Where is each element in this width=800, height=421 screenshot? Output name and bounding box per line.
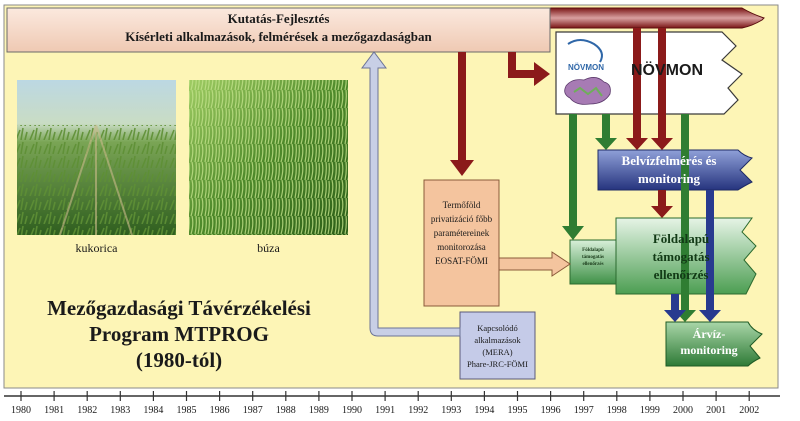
timeline-year-label: 1985 [176, 405, 197, 416]
timeline-year-label: 2000 [673, 405, 693, 416]
ribbon-to-belviz-arrow-1 [626, 28, 648, 150]
timeline-year-label: 1992 [408, 405, 429, 416]
related-to-research-arrow [361, 51, 461, 337]
belviz-line-2: monitoring [637, 171, 701, 186]
ribbon-to-belviz-arrow-2 [651, 28, 673, 150]
timeline-year-label: 1993 [441, 405, 462, 416]
novmon-logo-text: NÖVMON [568, 63, 604, 72]
small-support-line-3: ellenőrzés [582, 262, 604, 267]
privatization-text: Termőföld privatizáció főbb paraméterein… [424, 198, 499, 268]
timeline-ticks [20, 391, 750, 401]
green-to-arviz-arrow [674, 114, 696, 322]
research-to-privatization-arrow [450, 52, 474, 176]
timeline-year-label: 1981 [44, 405, 65, 416]
timeline-year-label: 1984 [143, 405, 164, 416]
timeline-year-label: 1997 [573, 405, 594, 416]
privatization-box [423, 179, 500, 307]
program-title-line3: (1980-tól) [135, 348, 223, 372]
privatization-line-5: EOSAT-FÖMI [435, 256, 488, 266]
foldalapu-line-3: ellenőrzés [653, 267, 709, 282]
related-apps-box [459, 311, 536, 380]
timeline-year-label: 1987 [242, 405, 263, 416]
foldalapu-line-1: Földalapú [652, 231, 710, 246]
small-support-line-1: Földalapú [582, 248, 604, 253]
wheat-caption: búza [257, 241, 280, 255]
belviz-line-1: Belvízfelmérés és [621, 153, 717, 168]
wheat-photo [189, 80, 348, 235]
timeline-year-label: 1998 [606, 405, 627, 416]
timeline-year-label: 1982 [77, 405, 98, 416]
foldalapu-text: Földalapú támogatás ellenőrzés [616, 230, 746, 284]
small-support-text: Földalapú támogatás ellenőrzés [570, 247, 616, 268]
timeline-year-label: 2001 [706, 405, 727, 416]
arviz-text: Árvíz- monitoring [666, 326, 752, 358]
belviz-text: Belvízfelmérés és monitoring [598, 152, 740, 188]
foldalapu-line-2: támogatás [652, 249, 710, 264]
related-line-2: alkalmazások [474, 335, 521, 345]
timeline-year-label: 1995 [507, 405, 528, 416]
privatization-line-1: Termőföld [442, 200, 481, 210]
timeline-year-label: 1983 [110, 405, 131, 416]
related-line-4: Phare-JRC-FÖMI [467, 359, 528, 369]
related-apps-text: Kapcsolódó alkalmazások (MERA) Phare-JRC… [460, 322, 535, 370]
privatization-line-4: monitorozása [437, 242, 486, 252]
research-banner [6, 7, 551, 53]
novmon-label: NÖVMON [631, 62, 703, 79]
timeline-year-label: 1988 [275, 405, 296, 416]
arviz-line-2: monitoring [680, 343, 738, 357]
belviz-box [597, 149, 753, 191]
novmon-logo-map [564, 77, 611, 105]
related-line-1: Kapcsolódó [477, 323, 518, 333]
corn-photo [17, 80, 176, 236]
timeline-year-label: 2002 [739, 405, 760, 416]
privatization-to-support-arrow [498, 251, 571, 277]
timeline-year-label: 1994 [474, 405, 495, 416]
program-title-line2: Program MTPROG [89, 322, 269, 346]
novmon-to-support-green-arrow [562, 114, 584, 240]
arviz-line-1: Árvíz- [692, 327, 726, 341]
privatization-line-3: paramétereinek [433, 228, 490, 238]
red-timeline-ribbon [547, 7, 765, 29]
timeline-year-label: 1990 [342, 405, 362, 416]
belviz-to-arviz-blue-arrow [699, 190, 721, 322]
ribbon-to-foldalapu-arrow [651, 190, 673, 218]
corn-caption: kukorica [75, 241, 118, 255]
privatization-line-2: privatizáció főbb [430, 214, 493, 224]
small-support-line-2: támogatás [582, 255, 604, 260]
timeline-year-label: 1999 [639, 405, 660, 416]
arviz-box [665, 321, 763, 367]
foldalapu-to-arviz-blue-arrow [664, 294, 686, 322]
program-title-line1: Mezőgazdasági Távérzékelési [47, 296, 311, 320]
timeline-year-label: 1980 [11, 405, 31, 416]
research-to-novmon-arrow [508, 52, 550, 86]
timeline-year-label: 1989 [308, 405, 329, 416]
research-banner-title: Kutatás-Fejlesztés [227, 11, 330, 26]
timeline-year-label: 1986 [209, 405, 230, 416]
timeline-year-label: 1991 [375, 405, 396, 416]
small-support-box [569, 239, 617, 285]
timeline-year-label: 1996 [540, 405, 561, 416]
research-banner-subtitle: Kísérleti alkalmazások, felmérések a mez… [125, 29, 432, 44]
novmon-to-belviz-green-arrow [595, 114, 617, 150]
related-line-3: (MERA) [482, 347, 513, 357]
